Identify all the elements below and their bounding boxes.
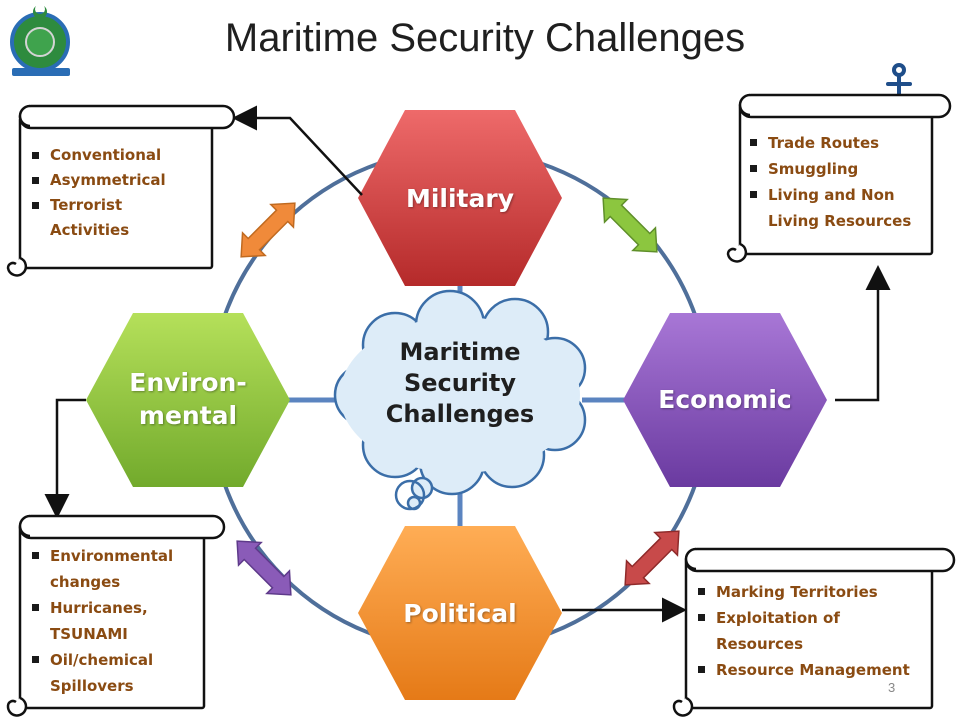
scroll-political <box>672 547 956 717</box>
environmental-list: Environmental changes Hurricanes, TSUNAM… <box>32 543 200 699</box>
list-item: Smuggling <box>750 156 928 182</box>
hexagon-political-label: Political <box>403 599 517 628</box>
list-item: Asymmetrical <box>32 168 204 193</box>
center-label-line: Maritime <box>399 338 521 366</box>
list-item: Conventional <box>32 143 204 168</box>
connector-military-scroll <box>232 105 363 196</box>
center-label-line: Security <box>403 369 517 397</box>
scroll-environmental <box>6 514 226 717</box>
double-arrow-environmental-political <box>236 540 292 596</box>
hexagon-environmental-label-line: Environ- <box>129 368 247 397</box>
double-arrow-political-economic <box>624 530 680 586</box>
center-label-line: Challenges <box>385 400 535 428</box>
list-item: Resource Management <box>698 657 928 683</box>
hexagon-environmental <box>86 313 290 487</box>
connector-arrows <box>44 105 891 623</box>
list-item: Oil/chemical Spillovers <box>32 647 200 699</box>
list-item: Marking Territories <box>698 579 928 605</box>
hexagon-economic <box>623 313 827 487</box>
list-item: Environmental changes <box>32 543 200 595</box>
center-cloud <box>333 289 587 511</box>
scroll-economic <box>726 93 952 263</box>
military-list: Conventional Asymmetrical Terrorist Acti… <box>32 143 204 243</box>
center-label: Maritime Security Challenges <box>360 337 560 430</box>
connector-economic-scroll <box>835 265 891 402</box>
page-number: 3 <box>888 680 896 695</box>
emblem-logo <box>10 6 70 76</box>
hexagon-military-label: Military <box>405 184 515 213</box>
hexagon-economic-label: Economic <box>658 385 792 414</box>
double-arrow-military-economic <box>602 197 658 253</box>
hexagon-environmental-label-line: mental <box>138 401 238 430</box>
list-item: Trade Routes <box>750 130 928 156</box>
slide-title: Maritime Security Challenges <box>224 16 746 60</box>
list-item: Terrorist Activities <box>32 193 204 243</box>
connector-environmental-scroll <box>44 398 86 519</box>
list-item: Exploitation of Resources <box>698 605 928 657</box>
scroll-military <box>6 104 236 277</box>
list-item: Living and Non Living Resources <box>750 182 928 234</box>
hexagon-political <box>358 526 562 700</box>
double-arrow-military-environmental <box>240 202 296 258</box>
economic-list: Trade Routes Smuggling Living and Non Li… <box>750 130 928 234</box>
hexagon-military <box>358 110 562 286</box>
list-item: Hurricanes, TSUNAMI <box>32 595 200 647</box>
hexagon-environmental-label: Environ- mental <box>98 366 278 432</box>
political-list: Marking Territories Exploitation of Reso… <box>698 579 928 683</box>
